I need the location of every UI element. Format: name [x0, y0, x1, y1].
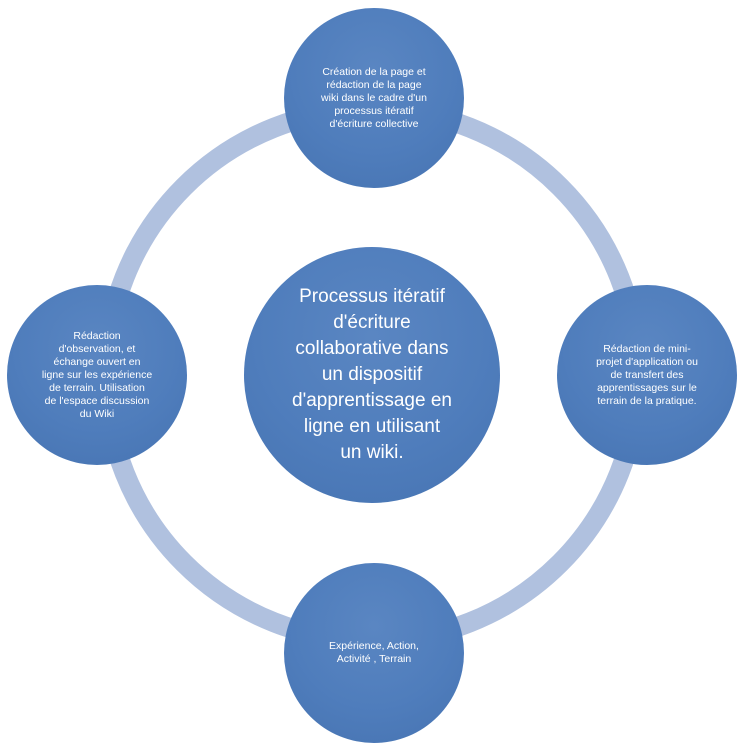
right-node: Rédaction de mini- projet d'application …	[557, 285, 737, 465]
bottom-node-label: Expérience, Action, Activité , Terrain	[329, 640, 419, 665]
left-node-label: Rédaction d'observation, et échange ouve…	[41, 329, 153, 420]
center-node-label: Processus itératif d'écriture collaborat…	[292, 286, 452, 463]
left-node: Rédaction d'observation, et échange ouve…	[7, 285, 187, 465]
top-node-label: Création de la page et rédaction de la p…	[321, 65, 427, 130]
top-node: Création de la page et rédaction de la p…	[284, 8, 464, 188]
right-node-label: Rédaction de mini- projet d'application …	[596, 342, 698, 407]
center-node: Processus itératif d'écriture collaborat…	[244, 247, 500, 503]
bottom-node: Expérience, Action, Activité , Terrain	[284, 563, 464, 743]
